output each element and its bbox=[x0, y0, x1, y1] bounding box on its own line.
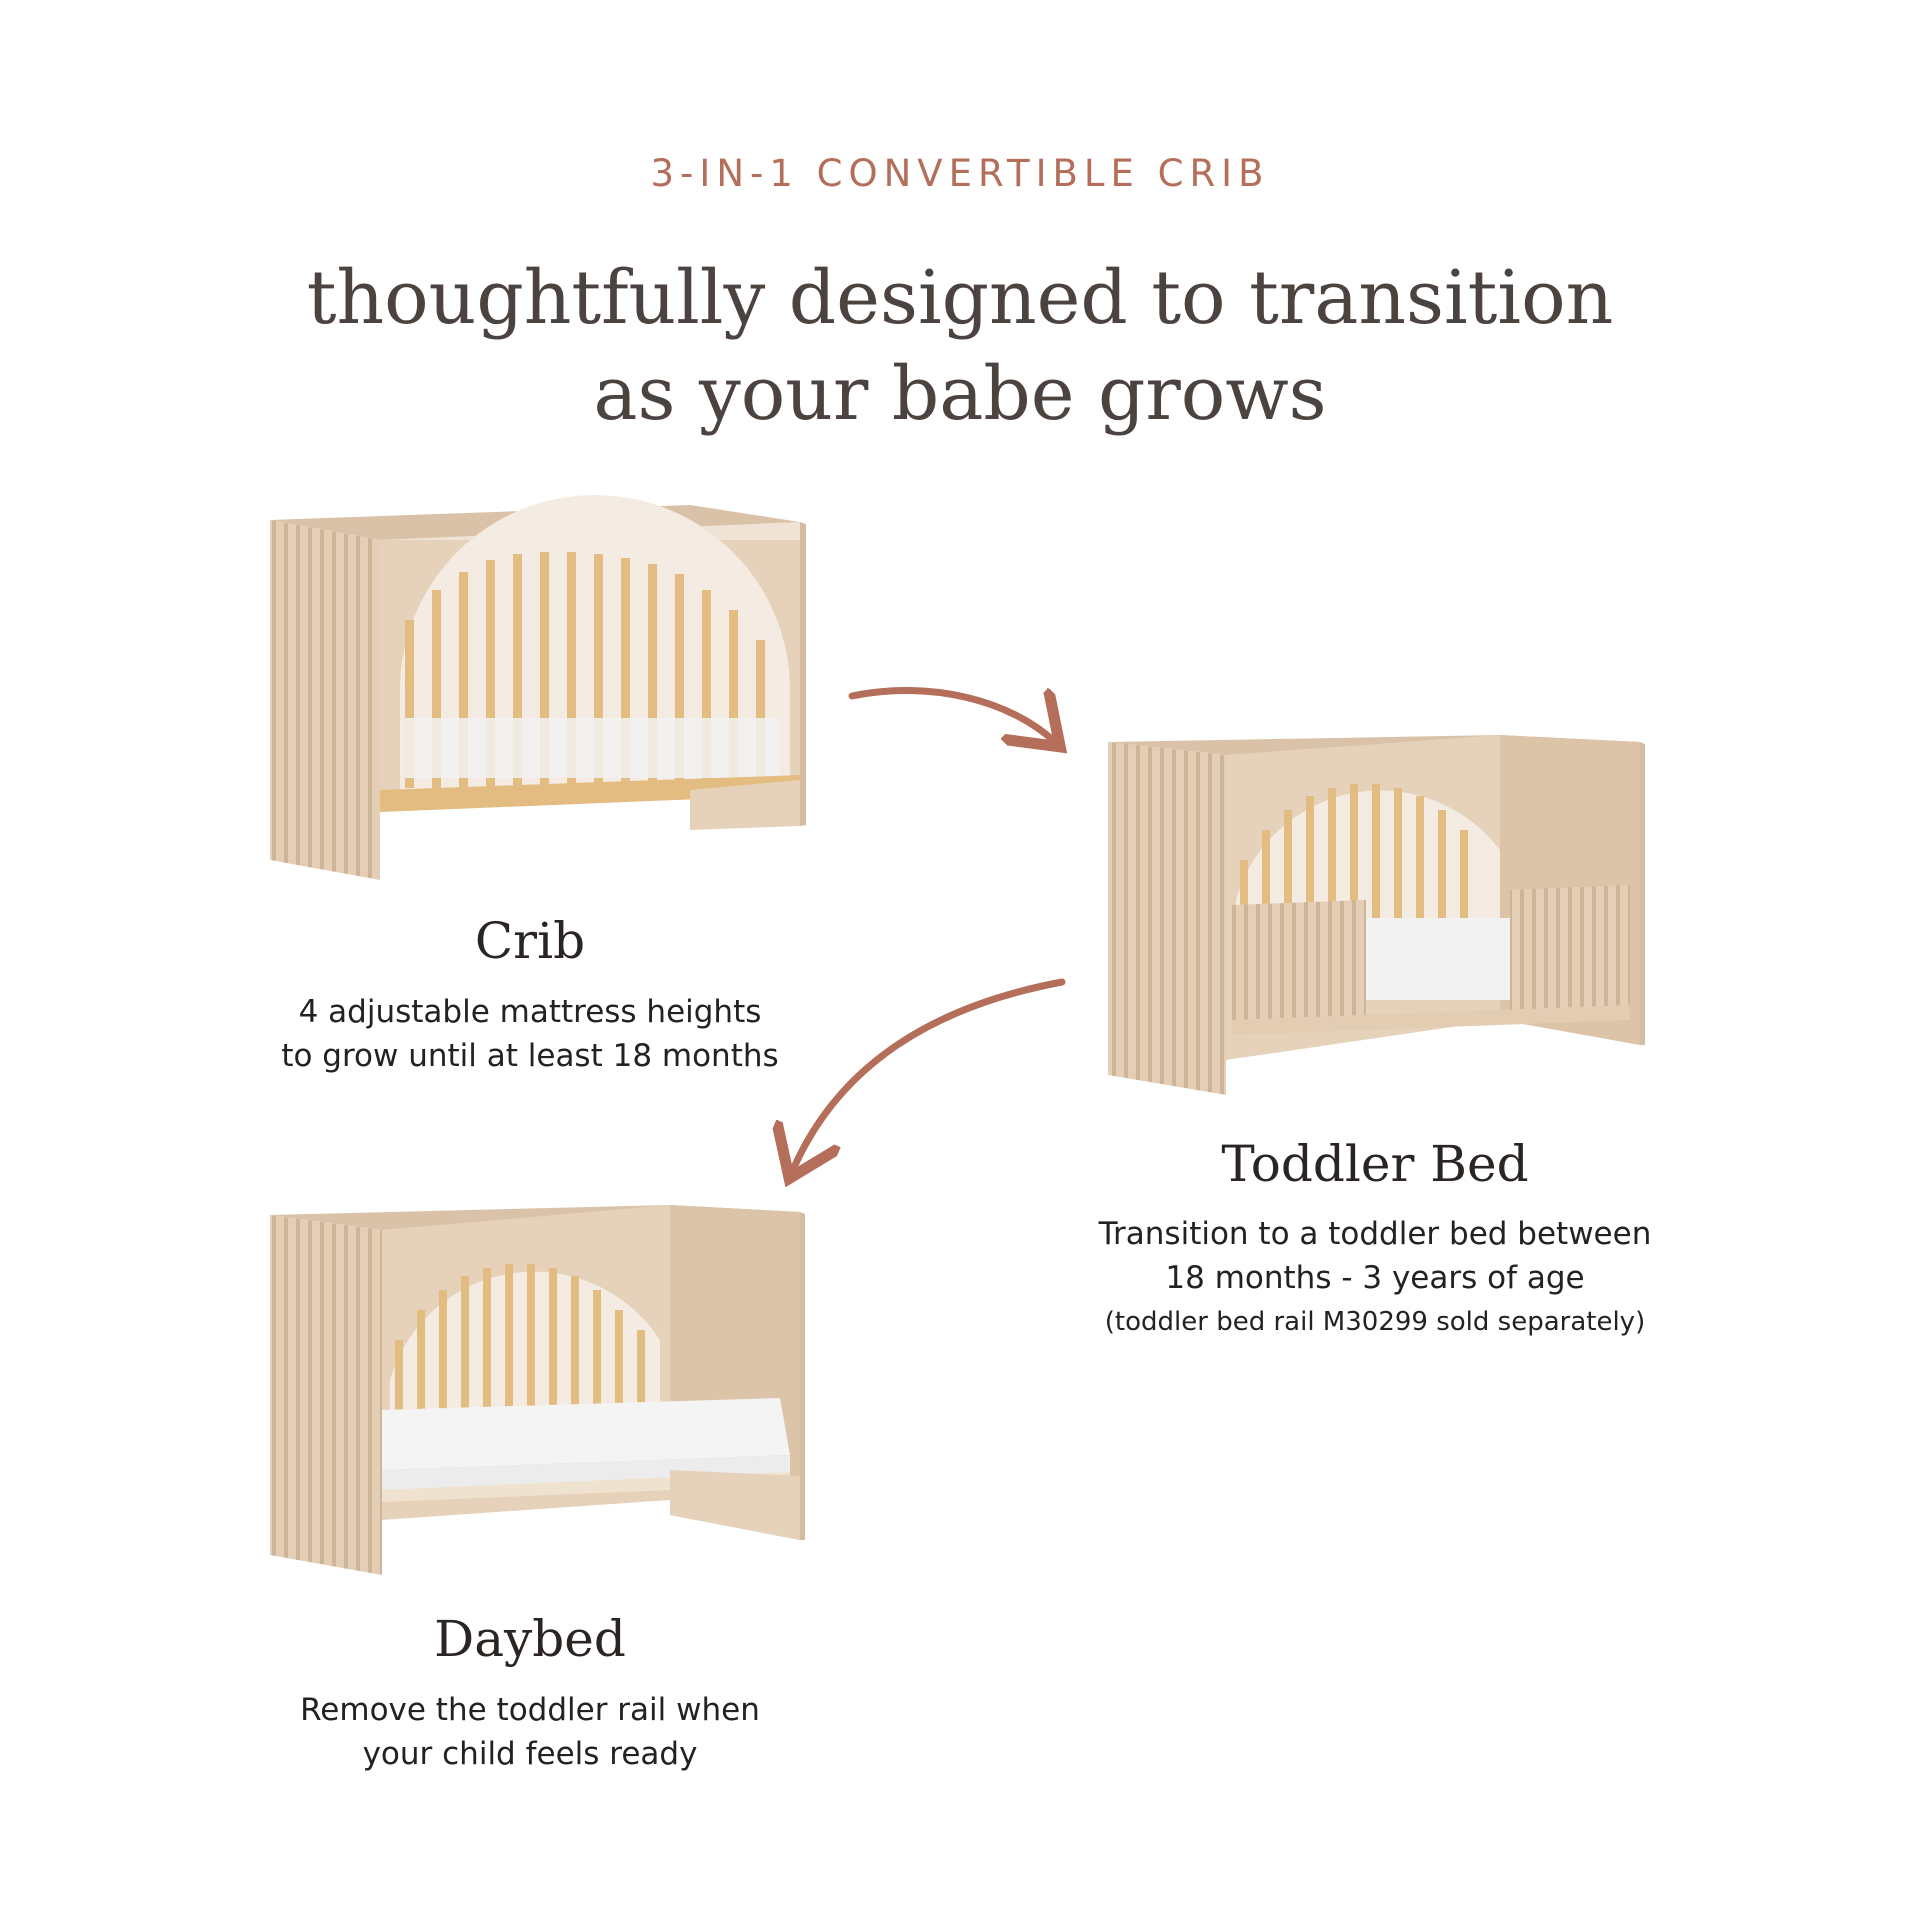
toddler-bed-description-line-2: 18 months - 3 years of age bbox=[1165, 1260, 1585, 1296]
crib-description-line-1: 4 adjustable mattress heights bbox=[298, 994, 762, 1030]
crib-description-line-2: to grow until at least 18 months bbox=[281, 1038, 779, 1074]
toddler-bed-title: Toddler Bed bbox=[1221, 1135, 1529, 1193]
arrow-crib-to-toddler-icon bbox=[848, 687, 1055, 742]
crib-title: Crib bbox=[474, 912, 586, 970]
toddler-bed-illustration bbox=[1108, 735, 1645, 1095]
crib-illustration bbox=[270, 495, 806, 880]
daybed-title: Daybed bbox=[434, 1610, 626, 1668]
daybed-illustration bbox=[270, 1205, 805, 1575]
daybed-description: Remove the toddler rail when your child … bbox=[230, 1688, 830, 1776]
arrow-toddler-to-daybed-icon bbox=[792, 978, 1066, 1172]
toddler-bed-note: (toddler bed rail M30299 sold separately… bbox=[1104, 1307, 1646, 1337]
daybed-description-line-2: your child feels ready bbox=[362, 1736, 698, 1772]
headline-line-1: thoughtfully designed to transition bbox=[306, 255, 1614, 341]
toddler-bed-description-line-1: Transition to a toddler bed between bbox=[1098, 1216, 1652, 1252]
daybed-description-line-1: Remove the toddler rail when bbox=[300, 1692, 760, 1728]
headline-line-2: as your babe grows bbox=[593, 351, 1327, 437]
crib-description: 4 adjustable mattress heights to grow un… bbox=[230, 990, 830, 1078]
eyebrow-label: 3-IN-1 CONVERTIBLE CRIB bbox=[650, 152, 1270, 195]
toddler-bed-description: Transition to a toddler bed between 18 m… bbox=[1035, 1212, 1715, 1344]
